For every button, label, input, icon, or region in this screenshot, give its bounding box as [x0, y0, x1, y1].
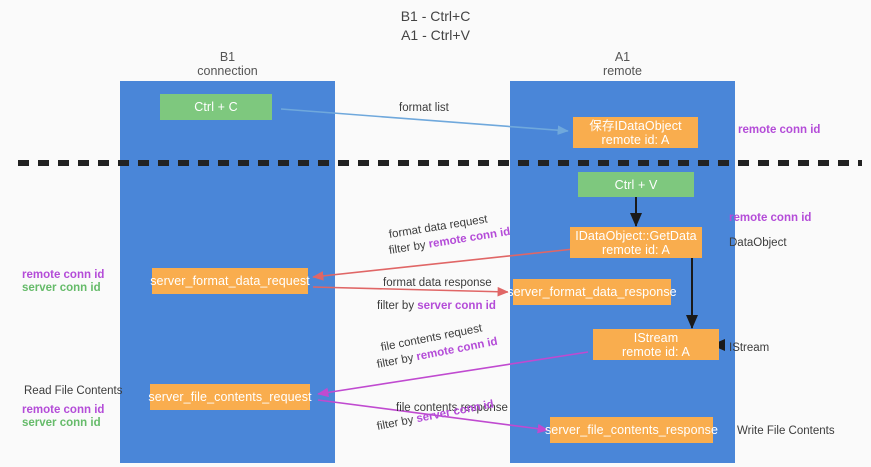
- side-label-left-server-conn-id-bottom: server conn id: [22, 417, 101, 429]
- label-file-contents-response: file contents response: [396, 402, 508, 414]
- box-ctrl-c[interactable]: Ctrl + C: [160, 94, 272, 120]
- page-title: B1 - Ctrl+C A1 - Ctrl+V: [400, 8, 471, 43]
- box-ctrl-v[interactable]: Ctrl + V: [578, 172, 694, 197]
- box-idataobject-getdata[interactable]: IDataObject::GetData remote id: A: [570, 227, 702, 258]
- side-label-remote-conn-id-top: remote conn id: [738, 124, 821, 136]
- filter-by-text-4: filter by: [375, 414, 415, 433]
- box-ctrl-v-label: Ctrl + V: [614, 177, 658, 192]
- lane-title-b1: B1 connection: [197, 50, 258, 78]
- side-label-write-file-contents: Write File Contents: [737, 425, 835, 437]
- side-label-left-remote-conn-id-bottom: remote conn id: [22, 404, 105, 416]
- filter-by-text-1: filter by: [388, 239, 427, 257]
- label-filter-server-conn-id-1: filter by server conn id: [377, 299, 496, 313]
- box-save-idataobject-line1: 保存IDataObject: [589, 118, 682, 133]
- box-server-format-data-response[interactable]: server_format_data_response: [507, 279, 677, 305]
- box-save-idataobject[interactable]: 保存IDataObject remote id: A: [573, 117, 698, 148]
- box-server-file-contents-request[interactable]: server_file_contents_request: [148, 384, 312, 410]
- box-istream-line2: remote id: A: [622, 344, 690, 359]
- box-server-file-contents-response[interactable]: server_file_contents_response: [545, 417, 718, 443]
- label-format-list: format list: [399, 102, 449, 114]
- side-label-dataobject: DataObject: [729, 237, 787, 249]
- side-label-istream: IStream: [729, 342, 770, 354]
- box-idataobject-getdata-line1: IDataObject::GetData: [575, 228, 697, 243]
- box-server-file-contents-response-label: server_file_contents_response: [544, 423, 719, 437]
- box-idataobject-getdata-line2: remote id: A: [602, 242, 670, 257]
- side-label-remote-conn-id-mid: remote conn id: [729, 212, 812, 224]
- side-label-left-remote-conn-id-mid: remote conn id: [22, 269, 105, 281]
- box-save-idataobject-line2: remote id: A: [601, 132, 670, 147]
- server-conn-id-text-1: server conn id: [417, 300, 496, 312]
- box-istream[interactable]: IStream remote id: A: [593, 329, 719, 360]
- box-server-format-data-request[interactable]: server_format_data_request: [150, 268, 310, 294]
- box-istream-line1: IStream: [633, 330, 679, 345]
- side-label-read-file-contents: Read File Contents: [24, 385, 123, 397]
- lane-title-a1: A1 remote: [603, 50, 642, 78]
- side-label-left-server-conn-id-mid: server conn id: [22, 282, 101, 294]
- box-server-file-contents-request-label: server_file_contents_request: [148, 390, 312, 404]
- box-ctrl-c-label: Ctrl + C: [194, 100, 238, 114]
- box-server-format-data-request-label: server_format_data_request: [150, 274, 310, 288]
- filter-by-text-2: filter by: [377, 300, 415, 312]
- box-server-format-data-response-label: server_format_data_response: [507, 285, 677, 299]
- label-format-data-response: format data response: [383, 277, 492, 289]
